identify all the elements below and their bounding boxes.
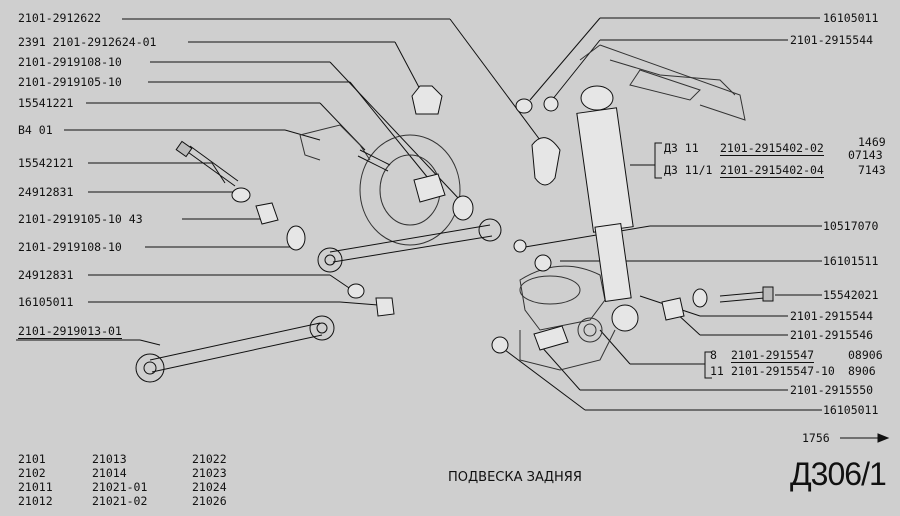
callout-part-number: 2101-2915546 bbox=[790, 328, 874, 342]
bump-stop-buffer bbox=[411, 85, 443, 115]
leader-lines-right bbox=[504, 17, 822, 411]
table-ref: Д3 11/1 bbox=[664, 163, 713, 177]
callout-part-number: 15542021 bbox=[823, 288, 879, 302]
model-code: 2102 bbox=[18, 466, 46, 480]
callout-part-number: 2101-2915550 bbox=[790, 383, 874, 397]
shock-table-bracket bbox=[654, 142, 662, 179]
callout-part-number: 2101-2919108-10 bbox=[18, 55, 122, 69]
table-part: 2101-2915547-10 bbox=[731, 364, 835, 378]
callout-part-number: 2101-2919108-10 bbox=[18, 240, 122, 254]
bushing-table-bracket bbox=[704, 351, 712, 379]
reference-arrow bbox=[840, 433, 890, 443]
bolt-right-lower bbox=[719, 286, 774, 303]
callout-part-number: В4 01 bbox=[18, 123, 53, 137]
page-code: Д306/1 bbox=[790, 456, 887, 492]
callout-part-number: 2101-2912622 bbox=[18, 11, 102, 25]
shock-absorber bbox=[576, 85, 639, 332]
bolt-upper-center bbox=[357, 149, 391, 172]
callout-part-number: 2101-2915544 bbox=[790, 33, 874, 47]
table-qty: 1469 bbox=[858, 135, 886, 149]
model-code: 21013 bbox=[92, 452, 127, 466]
callout-part-number: 16101511 bbox=[823, 254, 879, 268]
table-qty: 8906 bbox=[848, 364, 876, 378]
model-code: 21014 bbox=[92, 466, 127, 480]
diagram-title: ПОДВЕСКА ЗАДНЯЯ bbox=[448, 470, 582, 485]
model-code: 21026 bbox=[192, 494, 227, 508]
callout-part-number: 15542121 bbox=[18, 156, 74, 170]
leader-lines-left bbox=[16, 18, 541, 346]
callout-part-number: 2101-2919013-01 bbox=[18, 324, 122, 339]
table-ref: 8 bbox=[710, 348, 717, 362]
model-code: 21021-02 bbox=[92, 494, 148, 508]
table-part: 2101-2915402-02 bbox=[720, 141, 824, 156]
table-ref: 11 bbox=[710, 364, 724, 378]
model-code: 21022 bbox=[192, 452, 227, 466]
callout-part-number: 16105011 bbox=[823, 11, 879, 25]
callout-part-number: 16105011 bbox=[18, 295, 74, 309]
callout-part-number: 2391 2101-2912624-01 bbox=[18, 35, 157, 49]
model-code: 2101 bbox=[18, 452, 46, 466]
callout-part-number: 16105011 bbox=[823, 403, 879, 417]
table-ref: Д3 11 bbox=[664, 141, 699, 155]
model-code: 21021-01 bbox=[92, 480, 148, 494]
table-part: 2101-2915547 bbox=[731, 348, 815, 363]
spacer-washers bbox=[231, 96, 708, 354]
model-code: 21023 bbox=[192, 466, 227, 480]
table-qty: 7143 bbox=[858, 163, 886, 177]
body-frame-fragment bbox=[579, 44, 746, 121]
callout-part-number: 24912831 bbox=[18, 268, 74, 282]
callout-part-number: 2101-2915544 bbox=[790, 309, 874, 323]
callout-part-number: 24912831 bbox=[18, 185, 74, 199]
bolt-left-upper bbox=[175, 140, 239, 187]
reference-number: 1756 bbox=[802, 431, 830, 445]
model-code: 21012 bbox=[18, 494, 53, 508]
model-code: 21024 bbox=[192, 480, 227, 494]
callout-part-number: 15541221 bbox=[18, 96, 74, 110]
axle-housing bbox=[299, 124, 616, 371]
callout-part-number: 2101-2919105-10 43 bbox=[18, 212, 143, 226]
model-code: 21011 bbox=[18, 480, 53, 494]
table-part: 2101-2915402-04 bbox=[720, 163, 824, 178]
longitudinal-rod-lower bbox=[135, 315, 335, 383]
table-qty: 08906 bbox=[848, 348, 883, 362]
callout-part-number: 10517070 bbox=[823, 219, 879, 233]
longitudinal-rod-upper bbox=[317, 218, 502, 273]
callout-part-number: 2101-2919105-10 bbox=[18, 75, 122, 89]
bump-stop-cone bbox=[531, 137, 561, 186]
table-qty: 07143 bbox=[848, 148, 883, 162]
